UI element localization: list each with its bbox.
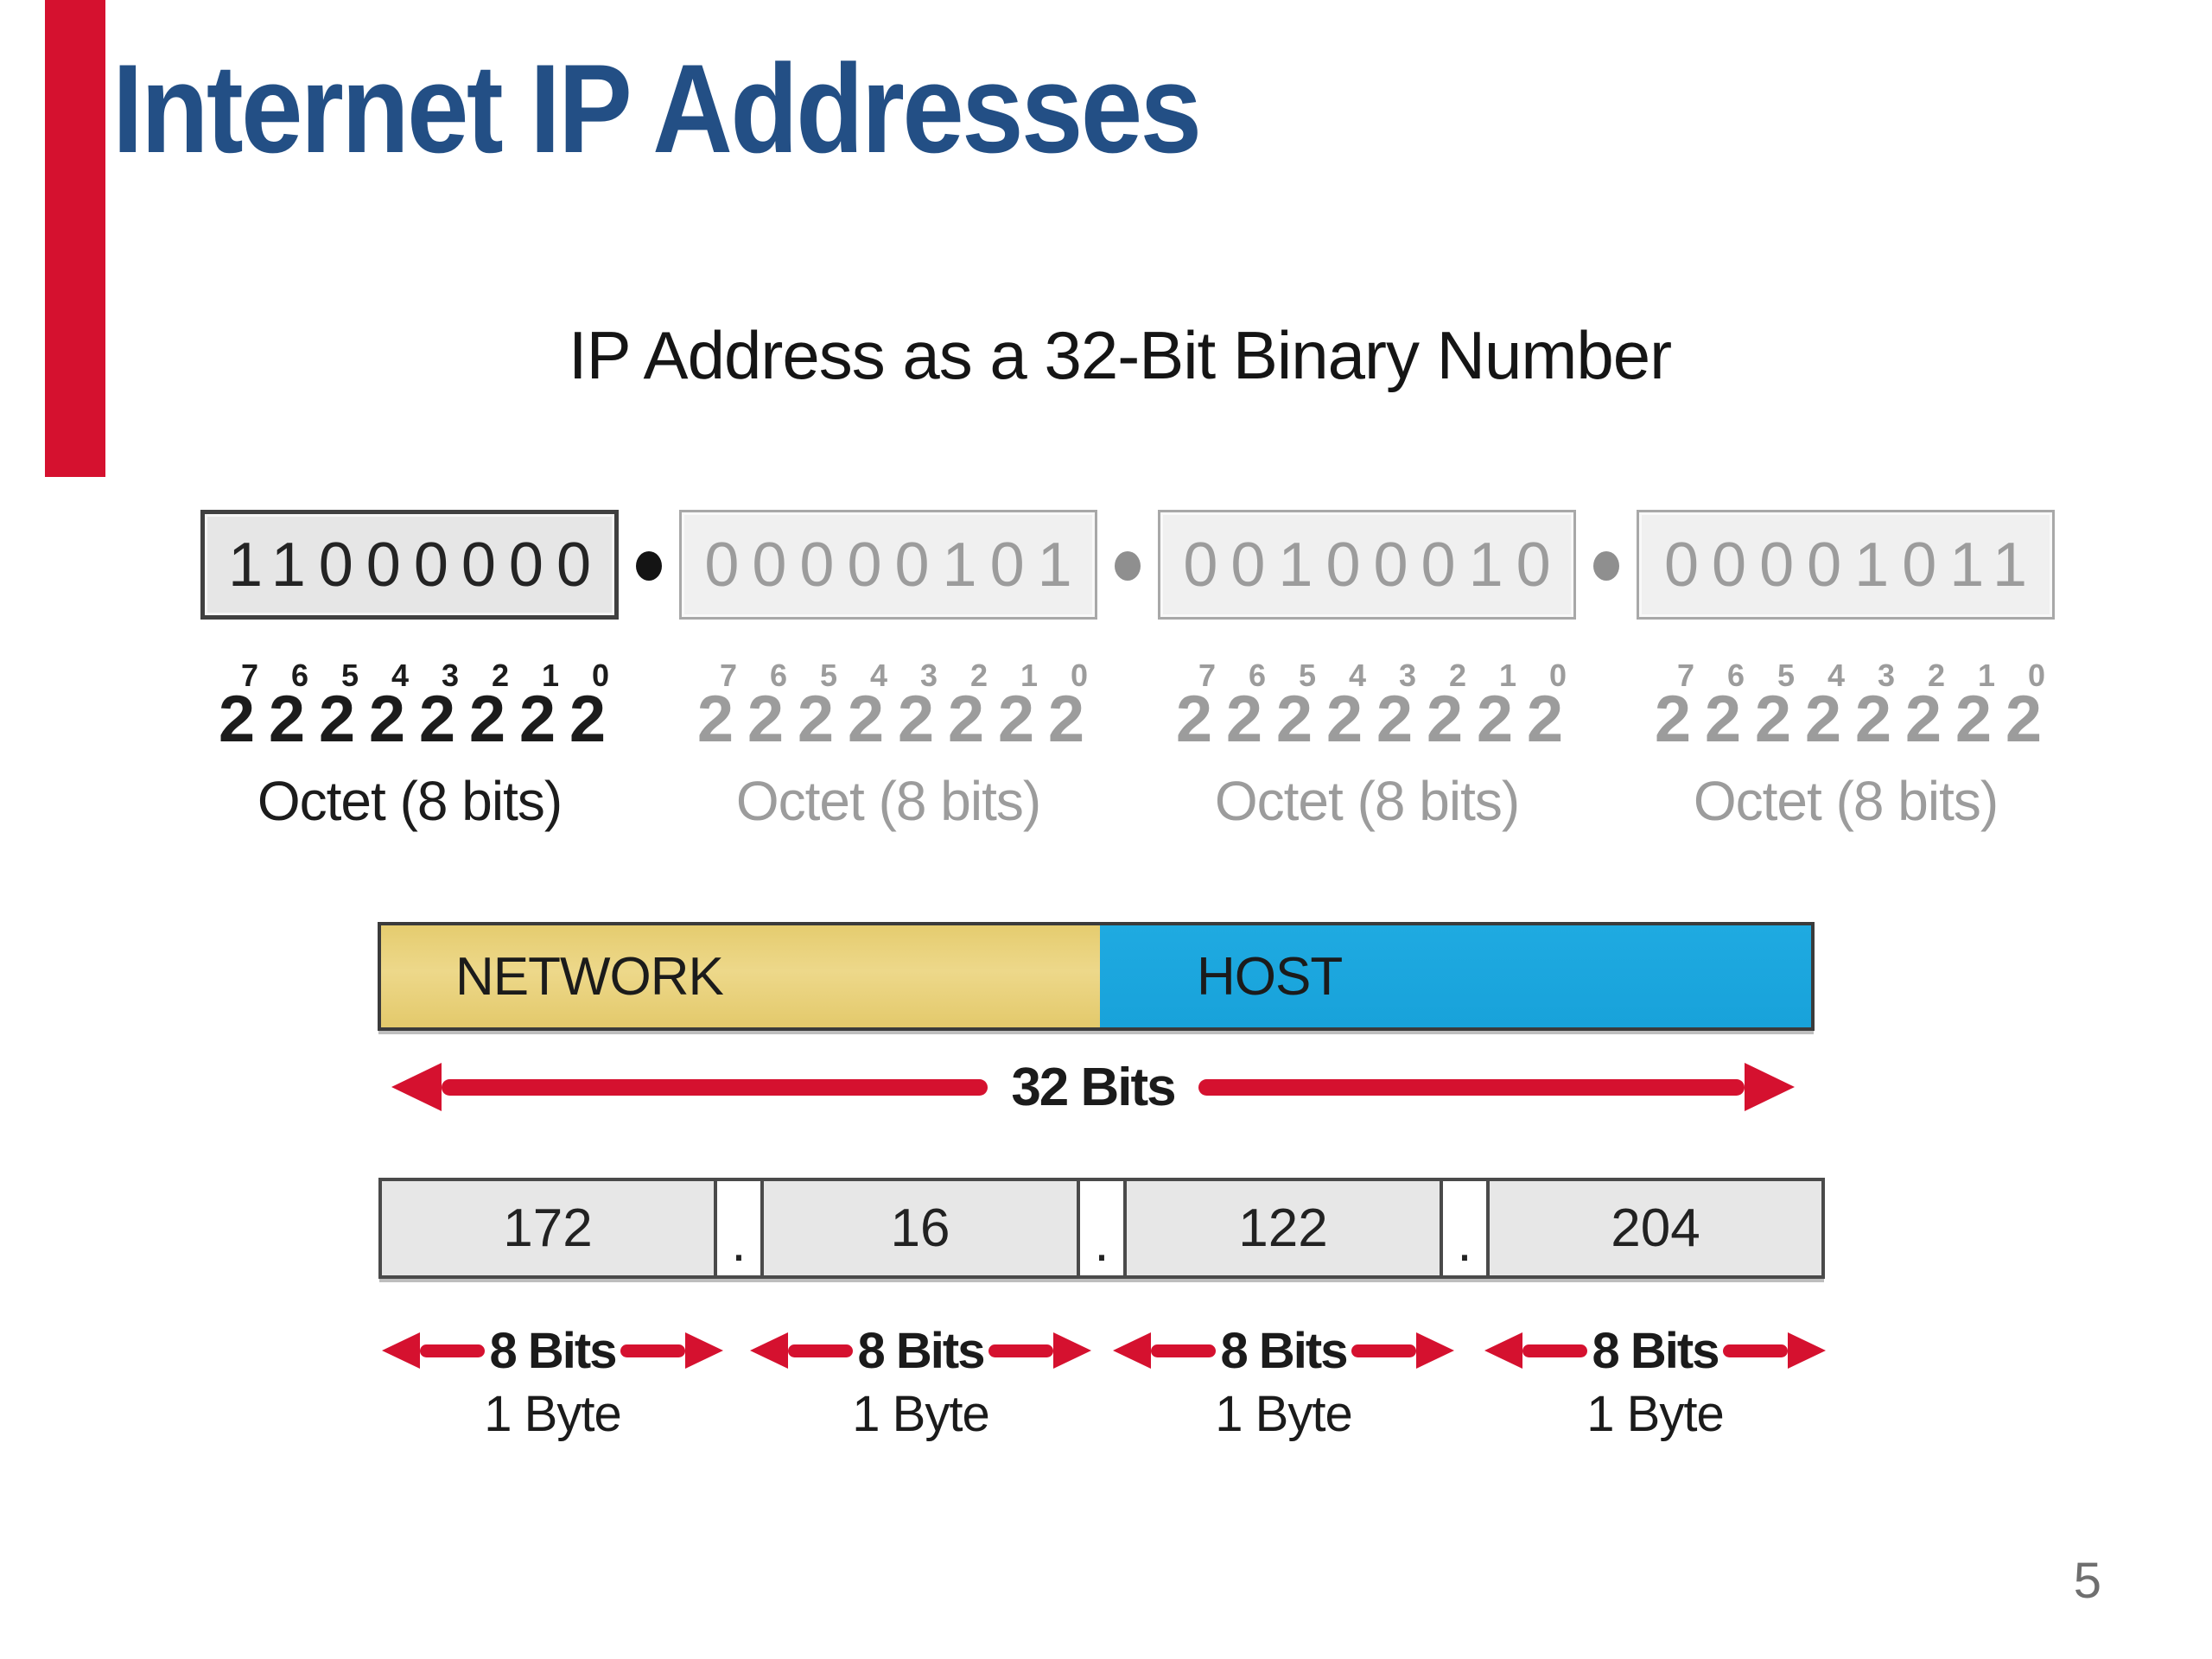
octet-separator-dot — [1115, 551, 1141, 581]
octet-label-1: Octet (8 bits) — [257, 770, 563, 832]
left-arrow-icon — [750, 1332, 853, 1369]
octet-separator-dot — [636, 551, 662, 581]
binary-octet-value: 00001011 — [1664, 530, 2040, 600]
octet-separator-dot — [1593, 551, 1619, 581]
octet-label-4: Octet (8 bits) — [1693, 770, 1999, 832]
network-segment: NETWORK — [381, 925, 1100, 1027]
binary-octet-box-3: 00100010 — [1158, 510, 1576, 620]
byte-label-2: 1 Byte — [852, 1386, 989, 1442]
8-bits-label: 8 Bits — [489, 1322, 618, 1379]
decimal-separator: . — [1080, 1178, 1123, 1279]
binary-octet-value: 11000000 — [228, 530, 604, 600]
binary-octet-box-2: 00000101 — [679, 510, 1097, 620]
decimal-octet-2: 16 — [760, 1178, 1080, 1279]
8-bits-label: 8 Bits — [1220, 1322, 1349, 1379]
diagram-title: IP Address as a 32-Bit Binary Number — [568, 317, 1672, 393]
byte-width-indicator-4: 8 Bits — [1484, 1323, 1827, 1379]
binary-octet-value: 00000101 — [704, 530, 1085, 600]
host-label: HOST — [1197, 946, 1343, 1007]
network-host-bar: NETWORK HOST — [378, 922, 1815, 1031]
byte-label-4: 1 Byte — [1586, 1386, 1724, 1442]
8-bits-label: 8 Bits — [1592, 1322, 1720, 1379]
decimal-address-row: 172 . 16 . 122 . 204 — [378, 1178, 1825, 1279]
right-arrow-icon — [1351, 1332, 1455, 1369]
left-arrow-icon — [1113, 1332, 1216, 1369]
left-arrow-icon — [1484, 1332, 1587, 1369]
arrowhead-right-icon — [1745, 1063, 1795, 1111]
right-arrow-icon — [620, 1332, 724, 1369]
binary-octet-box-1: 11000000 — [200, 510, 619, 620]
binary-octet-box-4: 00001011 — [1637, 510, 2055, 620]
host-segment: HOST — [1100, 925, 1811, 1027]
8-bits-label: 8 Bits — [857, 1322, 986, 1379]
octet-label-2: Octet (8 bits) — [735, 770, 1041, 832]
byte-label-3: 1 Byte — [1215, 1386, 1352, 1442]
decimal-separator: . — [1443, 1178, 1486, 1279]
arrowhead-left-icon — [391, 1063, 442, 1111]
decimal-octet-1: 172 — [378, 1178, 717, 1279]
octet-label-3: Octet (8 bits) — [1214, 770, 1520, 832]
byte-width-indicator-3: 8 Bits — [1113, 1323, 1455, 1379]
byte-width-indicator-2: 8 Bits — [750, 1323, 1092, 1379]
decimal-octet-4: 204 — [1486, 1178, 1825, 1279]
binary-octet-value: 00100010 — [1183, 530, 1564, 600]
32-bits-label: 32 Bits — [1011, 1057, 1176, 1117]
decimal-separator: . — [717, 1178, 760, 1279]
right-arrow-icon — [1198, 1063, 1795, 1111]
decimal-octet-3: 122 — [1123, 1178, 1443, 1279]
page-number: 5 — [2073, 1553, 2101, 1609]
right-arrow-icon — [988, 1332, 1092, 1369]
32-bits-width-indicator: 32 Bits — [391, 1058, 1795, 1117]
network-label: NETWORK — [455, 946, 724, 1007]
left-arrow-icon — [382, 1332, 485, 1369]
left-arrow-icon — [391, 1063, 988, 1111]
byte-label-1: 1 Byte — [484, 1386, 621, 1442]
red-accent-bar — [45, 0, 105, 477]
slide-title: Internet IP Addresses — [112, 38, 1202, 179]
right-arrow-icon — [1723, 1332, 1827, 1369]
byte-width-indicator-1: 8 Bits — [382, 1323, 724, 1379]
